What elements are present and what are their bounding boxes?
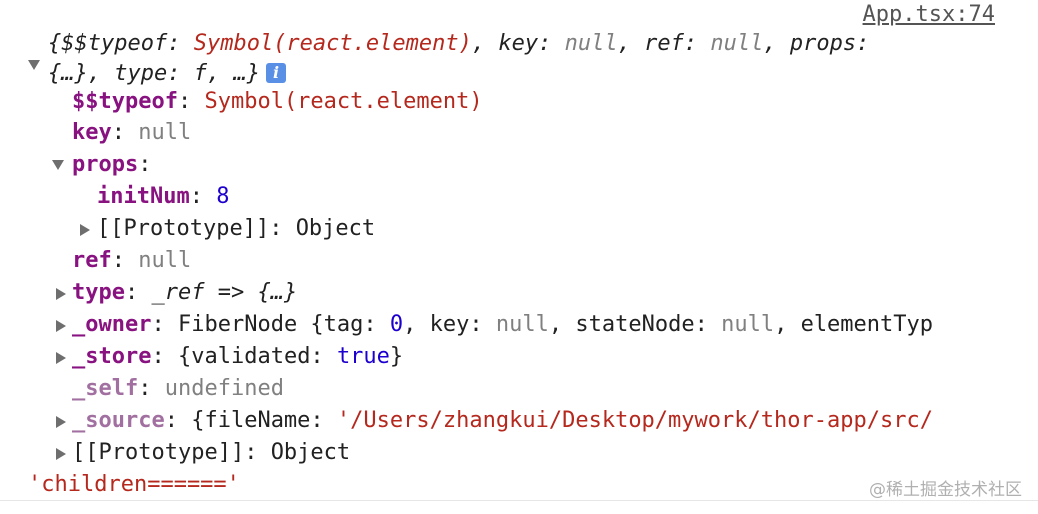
expand-toggle-icon[interactable] xyxy=(56,448,66,460)
property-ref: ref: null xyxy=(72,248,192,273)
expand-toggle-icon[interactable] xyxy=(56,416,66,428)
property-typeof: $$typeof: Symbol(react.element) xyxy=(72,89,483,114)
property-props-prototype[interactable]: [[Prototype]]: Object xyxy=(97,216,376,241)
watermark-text: @稀土掘金技术社区 xyxy=(869,480,1022,500)
expand-toggle-icon[interactable] xyxy=(56,352,66,364)
property-store[interactable]: _store: {validated: true} xyxy=(72,344,404,369)
property-initnum: initNum: 8 xyxy=(97,184,230,209)
property-props[interactable]: props: xyxy=(72,152,152,177)
expand-toggle-icon[interactable] xyxy=(56,288,66,300)
property-source[interactable]: _source: {fileName: '/Users/zhangkui/Des… xyxy=(72,408,933,433)
property-prototype[interactable]: [[Prototype]]: Object xyxy=(72,440,351,465)
property-owner[interactable]: _owner: FiberNode {tag: 0, key: null, st… xyxy=(72,312,934,337)
console-row-divider xyxy=(0,500,1038,501)
property-key: key: null xyxy=(72,120,192,145)
property-self: _self: undefined xyxy=(72,376,284,401)
source-link[interactable]: App.tsx:74 xyxy=(862,2,995,27)
object-summary-line-2[interactable]: {…}, type: f, …}i xyxy=(48,58,286,90)
console-log-string: 'children======' xyxy=(28,472,240,497)
expand-toggle-icon[interactable] xyxy=(28,60,40,70)
object-summary-line-1[interactable]: {$$typeof: Symbol(react.element), key: n… xyxy=(48,31,870,56)
expand-toggle-icon[interactable] xyxy=(56,320,66,332)
property-type[interactable]: type: _ref => {…} xyxy=(72,280,298,305)
expand-toggle-icon[interactable] xyxy=(52,160,64,170)
expand-toggle-icon[interactable] xyxy=(80,224,90,236)
info-icon[interactable]: i xyxy=(265,63,286,83)
